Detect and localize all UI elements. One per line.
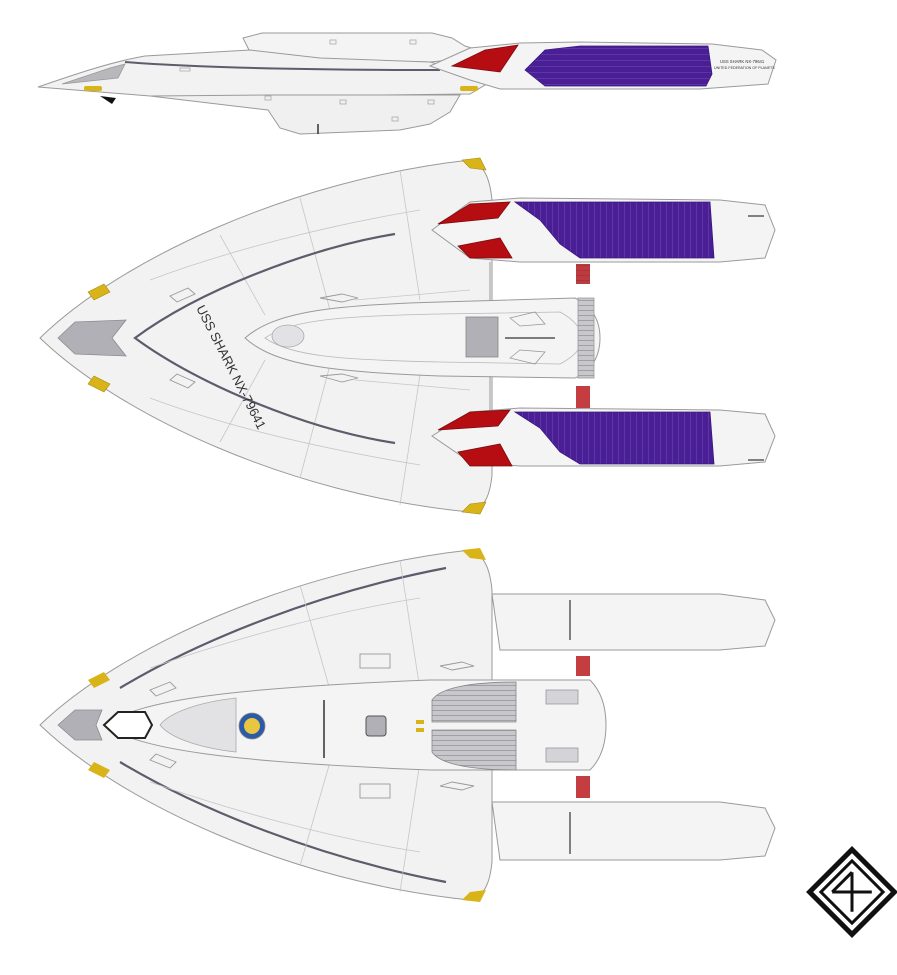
bussard-collector — [457, 443, 513, 467]
ventral-deflector-housing — [102, 711, 154, 739]
ventral-nose-panel — [57, 709, 103, 741]
dorsal-accent-light — [461, 157, 487, 171]
ventral-stripe — [119, 761, 447, 884]
dorsal-nacelle-upper — [431, 197, 776, 263]
nacelle-grille — [513, 201, 715, 259]
side-bussard-collector — [450, 44, 519, 73]
ventral-sensor-pod — [365, 715, 387, 737]
dorsal-bridge-dome — [271, 324, 305, 348]
ventral-landing-bay-door — [431, 729, 517, 771]
side-hull-stripe — [124, 61, 441, 71]
side-deflector — [100, 96, 116, 104]
federation-emblem-center — [244, 718, 260, 734]
side-nose-panel — [61, 63, 126, 85]
ventral-accent-light — [88, 762, 110, 778]
artist-logo-icon — [806, 846, 897, 938]
dorsal-nacelle-lower — [431, 407, 776, 467]
dorsal-accent-light — [461, 501, 487, 515]
side-main-hull — [37, 49, 492, 97]
ventral-panel-lines — [149, 559, 421, 893]
nacelle-registry-line1: USS SHARK NX-79641 — [720, 59, 765, 64]
pylon-heatfin — [576, 386, 590, 408]
ventral-nacelle-upper — [491, 593, 776, 651]
dorsal-chevron-stripe — [133, 232, 396, 445]
ventral-accent-light — [462, 890, 486, 902]
pylon-heatfin — [576, 656, 590, 676]
bussard-collector — [437, 201, 511, 225]
ventral-accent-light — [416, 720, 424, 724]
dorsal-accent-light — [87, 283, 111, 301]
ventral-aft-details — [545, 689, 579, 763]
ventral-stripe — [119, 566, 447, 689]
bussard-collector — [437, 409, 511, 431]
dorsal-hatch — [465, 316, 499, 358]
ventral-navigational-dome — [159, 697, 237, 753]
dorsal-view: USS SHARK NX-79641 — [39, 157, 776, 515]
side-nacelle-grille — [524, 45, 713, 87]
side-accent-light — [460, 86, 478, 91]
ventral-windows — [149, 653, 475, 799]
ventral-accent-light — [462, 548, 486, 560]
ventral-landing-bay-door — [431, 681, 517, 723]
pylon-heatfin — [576, 264, 590, 284]
dorsal-engine-details — [505, 297, 595, 379]
ventral-nacelle-lower — [491, 801, 776, 861]
side-view: USS SHARK NX-79641 UNITED FEDERATION OF … — [37, 32, 777, 135]
ventral-view — [39, 548, 776, 902]
dorsal-nose-panel — [57, 319, 127, 357]
dorsal-accent-light — [87, 375, 111, 393]
ventral-accent-light — [88, 672, 110, 688]
nacelle-grille — [513, 411, 715, 465]
bussard-collector — [457, 237, 513, 259]
nacelle-registry-line2: UNITED FEDERATION OF PLANETS — [714, 66, 775, 70]
pylon-heatfin — [576, 776, 590, 798]
side-windows — [179, 39, 435, 122]
ventral-accent-light — [416, 728, 424, 732]
side-lower-hull — [149, 94, 461, 135]
side-accent-light — [84, 86, 102, 91]
